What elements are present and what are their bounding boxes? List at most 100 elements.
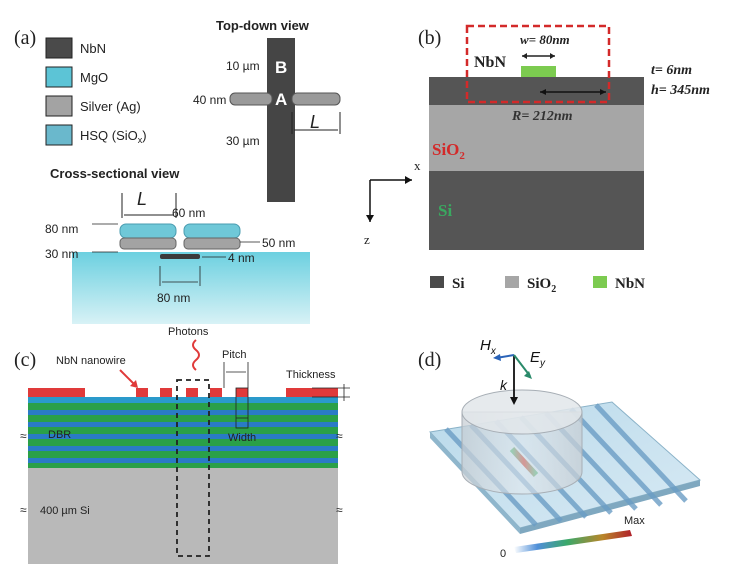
dbr-layer	[28, 427, 338, 434]
silver-pad-left	[229, 92, 273, 106]
width-guide	[235, 387, 249, 429]
t-label: t= 6nm	[651, 63, 692, 78]
break-mark-right-bottom: ≈	[336, 503, 343, 517]
sio2-label: SiO2	[432, 140, 465, 162]
panel-c: (c) Photons NbN nanowire	[14, 326, 350, 564]
legend-label-si: Si	[452, 276, 465, 292]
substrate-label: 400 µm Si	[40, 505, 90, 517]
panel-a-legend: NbN MgO Silver (Ag) HSQ (SiOx)	[45, 37, 147, 146]
label-l-top: L	[310, 112, 320, 132]
dbr-layer	[28, 403, 338, 410]
panel-a-label: (a)	[14, 27, 36, 49]
break-mark-left-top: ≈	[20, 429, 27, 443]
colorbar-max-label: Max	[624, 515, 645, 527]
k-arrowhead	[510, 397, 518, 405]
colorbar	[514, 530, 632, 553]
resonator-region	[465, 24, 611, 104]
dim-60nm: 60 nm	[172, 206, 205, 220]
z-axis-label: z	[364, 232, 370, 247]
cylinder-top	[461, 389, 583, 435]
dim-4nm: 4 nm	[228, 251, 255, 265]
stripe	[569, 407, 663, 507]
hx-arrowhead	[493, 354, 501, 361]
ey-vector	[513, 354, 531, 377]
dim-30um: 30 µm	[226, 134, 260, 148]
dbr-layer	[28, 434, 338, 439]
sio2-layer	[429, 105, 644, 171]
dim-30nm: 30 nm	[45, 247, 78, 261]
thickness-label: Thickness	[286, 369, 336, 381]
r-label: R= 212nm	[511, 109, 573, 124]
dbr-layer	[28, 422, 338, 427]
ey-label: Ey	[530, 349, 546, 369]
ey-arrowhead	[524, 371, 532, 379]
dim-80nm-b: 80 nm	[157, 291, 190, 305]
nbn-film-layer	[429, 77, 644, 105]
dbr-layer	[28, 446, 338, 451]
cylinder-body	[461, 411, 583, 495]
legend-swatch-nbn-b	[593, 276, 607, 288]
si-layer	[429, 171, 644, 250]
panel-d-label: (d)	[418, 349, 441, 371]
nanowire-pad-right	[286, 388, 338, 397]
colorbar-min-label: 0	[500, 548, 506, 560]
panel-a: (a) NbN MgO Silver (Ag) HSQ (SiOx) Top-d…	[14, 18, 341, 324]
legend-label-silver: Silver (Ag)	[80, 99, 141, 114]
break-mark-left-bottom: ≈	[20, 503, 27, 517]
nbn-nanowires	[28, 388, 338, 397]
hsq-block-left	[119, 223, 177, 239]
dim-50nm: 50 nm	[262, 236, 295, 250]
w-label: w= 80nm	[520, 32, 570, 47]
break-mark-right-top: ≈	[336, 429, 343, 443]
dbr-layer	[28, 415, 338, 422]
silver-pad-right	[291, 92, 341, 106]
nanowire	[186, 388, 198, 397]
legend-label-hsq: HSQ (SiOx)	[80, 128, 147, 145]
legend-swatch-nbn	[45, 37, 73, 59]
label-a: A	[275, 90, 287, 109]
nanowire	[236, 388, 248, 397]
nanowire	[136, 388, 148, 397]
nbn-strip	[267, 38, 295, 202]
dim-80nm-a: 80 nm	[45, 222, 78, 236]
legend-label-mgo: MgO	[80, 70, 108, 85]
mgo-substrate	[72, 252, 310, 324]
x-axis-arrow	[405, 176, 412, 184]
panel-c-label: (c)	[14, 349, 36, 371]
cross-sectional-view: Cross-sectional view L 60 nm 80 nm 30 nm…	[45, 166, 310, 324]
panel-b: (b) NbN w= 80nm R= 212nm t= 6nm h= 345nm…	[364, 24, 710, 295]
stripe	[594, 403, 688, 503]
nbn-nanowire-cross	[160, 254, 200, 259]
nanowire-label: NbN nanowire	[56, 355, 126, 367]
nanowire-pointer-head	[130, 380, 138, 388]
photons-label: Photons	[168, 326, 209, 338]
legend-label-nbn: NbN	[80, 41, 106, 56]
dbr-layer	[28, 439, 338, 446]
top-down-view: Top-down view B A 10 µm 40 nm 30 µm L	[193, 18, 341, 202]
legend-label-sio2: SiO2	[527, 276, 556, 295]
dim-10um: 10 µm	[226, 59, 260, 73]
hx-label: Hx	[480, 337, 497, 357]
nbn-label-b: NbN	[474, 54, 506, 71]
legend-swatch-si	[430, 276, 444, 288]
nbn-wire	[521, 66, 556, 77]
h-label: h= 345nm	[651, 83, 710, 98]
legend-label-nbn-b: NbN	[615, 276, 645, 292]
si-label: Si	[438, 201, 452, 220]
nanowire	[210, 388, 222, 397]
dbr-layer	[28, 451, 338, 458]
nanowire	[160, 388, 172, 397]
dbr-layer	[28, 458, 338, 463]
hsq-block-right	[183, 223, 241, 239]
slab-side-right	[520, 480, 700, 534]
x-axis-label: x	[414, 158, 421, 173]
photon-wave-icon	[192, 339, 200, 371]
label-l-cross: L	[137, 189, 147, 209]
legend-swatch-silver	[45, 95, 73, 117]
panel-b-label: (b)	[418, 27, 441, 49]
width-label: Width	[228, 432, 256, 444]
panel-b-legend: Si SiO2 NbN	[430, 276, 645, 295]
si-substrate	[28, 468, 338, 564]
pitch-label: Pitch	[222, 349, 246, 361]
